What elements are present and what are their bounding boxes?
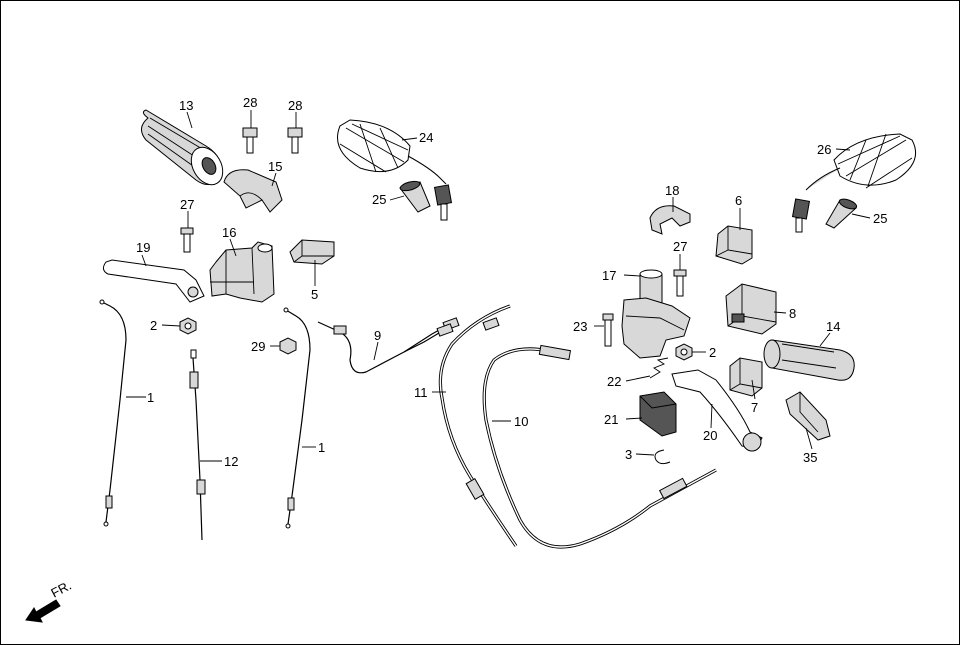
part-15-throttle-housing bbox=[223, 169, 283, 213]
part-7-switch bbox=[729, 357, 763, 397]
callout-22: 22 bbox=[607, 374, 621, 389]
callout-18: 18 bbox=[665, 183, 679, 198]
part-11-brake-cable bbox=[438, 304, 518, 547]
part-2-nut-right bbox=[675, 343, 693, 361]
callout-23: 23 bbox=[573, 319, 587, 334]
callout-3: 3 bbox=[625, 447, 632, 462]
callout-11: 11 bbox=[414, 385, 428, 400]
part-1-throttle-cable-b bbox=[283, 307, 311, 529]
callout-8: 8 bbox=[789, 306, 796, 321]
part-35-bracket bbox=[785, 391, 831, 441]
part-6-switch bbox=[715, 225, 753, 265]
callout-19: 19 bbox=[136, 240, 150, 255]
part-22-spring bbox=[649, 357, 669, 379]
part-17-master-cylinder bbox=[621, 269, 691, 359]
callout-17: 17 bbox=[602, 268, 616, 283]
callout-12: 12 bbox=[224, 454, 238, 469]
callout-9: 9 bbox=[374, 328, 381, 343]
callout-25-right: 25 bbox=[873, 211, 887, 226]
part-3-clip bbox=[654, 449, 671, 465]
part-2-nut-left bbox=[179, 317, 197, 335]
front-direction-label: FR. bbox=[48, 578, 74, 601]
callout-14: 14 bbox=[826, 319, 840, 334]
callout-2-right: 2 bbox=[709, 345, 716, 360]
leader-lines bbox=[126, 110, 871, 462]
callout-6: 6 bbox=[735, 193, 742, 208]
part-14-right-grip bbox=[763, 339, 855, 381]
callout-25-left: 25 bbox=[372, 192, 386, 207]
part-20-brake-lever bbox=[671, 369, 763, 452]
callout-16: 16 bbox=[222, 225, 236, 240]
part-16-lever-bracket bbox=[209, 241, 275, 303]
part-26-right-mirror bbox=[791, 133, 916, 233]
callout-10: 10 bbox=[514, 414, 528, 429]
part-25-mirror-boot-right bbox=[825, 198, 858, 229]
part-13-throttle-grip bbox=[141, 109, 224, 186]
callout-27-right: 27 bbox=[673, 239, 687, 254]
callout-20: 20 bbox=[703, 428, 717, 443]
callout-7: 7 bbox=[751, 400, 758, 415]
front-arrow-icon bbox=[25, 599, 61, 623]
part-18-clamp bbox=[649, 205, 691, 235]
part-23-bolt bbox=[602, 313, 614, 347]
part-8-switch bbox=[725, 283, 777, 335]
part-10-rear-brake-cable bbox=[482, 344, 717, 549]
callout-28-b: 28 bbox=[288, 98, 302, 113]
callout-26: 26 bbox=[817, 142, 831, 157]
part-25-mirror-boot-left bbox=[399, 180, 431, 213]
part-12-clutch-cable bbox=[189, 349, 206, 541]
callout-24: 24 bbox=[419, 130, 433, 145]
callout-5: 5 bbox=[311, 287, 318, 302]
callout-27-left: 27 bbox=[180, 197, 194, 212]
part-29-nut bbox=[279, 337, 297, 355]
callout-35: 35 bbox=[803, 450, 817, 465]
part-24-left-mirror bbox=[337, 119, 453, 221]
part-1-throttle-cable-a bbox=[99, 299, 127, 527]
callout-1-right: 1 bbox=[318, 440, 325, 455]
part-5-switch bbox=[289, 239, 335, 265]
callout-13: 13 bbox=[179, 98, 193, 113]
part-27-screw-right bbox=[673, 269, 687, 297]
part-9-wire-harness bbox=[317, 317, 460, 374]
part-21-cover bbox=[639, 391, 677, 437]
callout-labels: 13 28 28 24 15 25 27 19 16 5 2 29 9 1 12… bbox=[136, 95, 887, 469]
callout-29: 29 bbox=[251, 339, 265, 354]
callout-1-left: 1 bbox=[147, 390, 154, 405]
part-28-bolt-b bbox=[287, 127, 303, 154]
callout-21: 21 bbox=[604, 412, 618, 427]
callout-28-a: 28 bbox=[243, 95, 257, 110]
callout-2-left: 2 bbox=[150, 318, 157, 333]
part-27-screw-left bbox=[180, 227, 194, 253]
front-direction-indicator: FR. bbox=[25, 578, 74, 623]
part-19-clutch-lever bbox=[102, 259, 205, 303]
part-28-bolt-a bbox=[242, 127, 258, 154]
callout-15: 15 bbox=[268, 159, 282, 174]
